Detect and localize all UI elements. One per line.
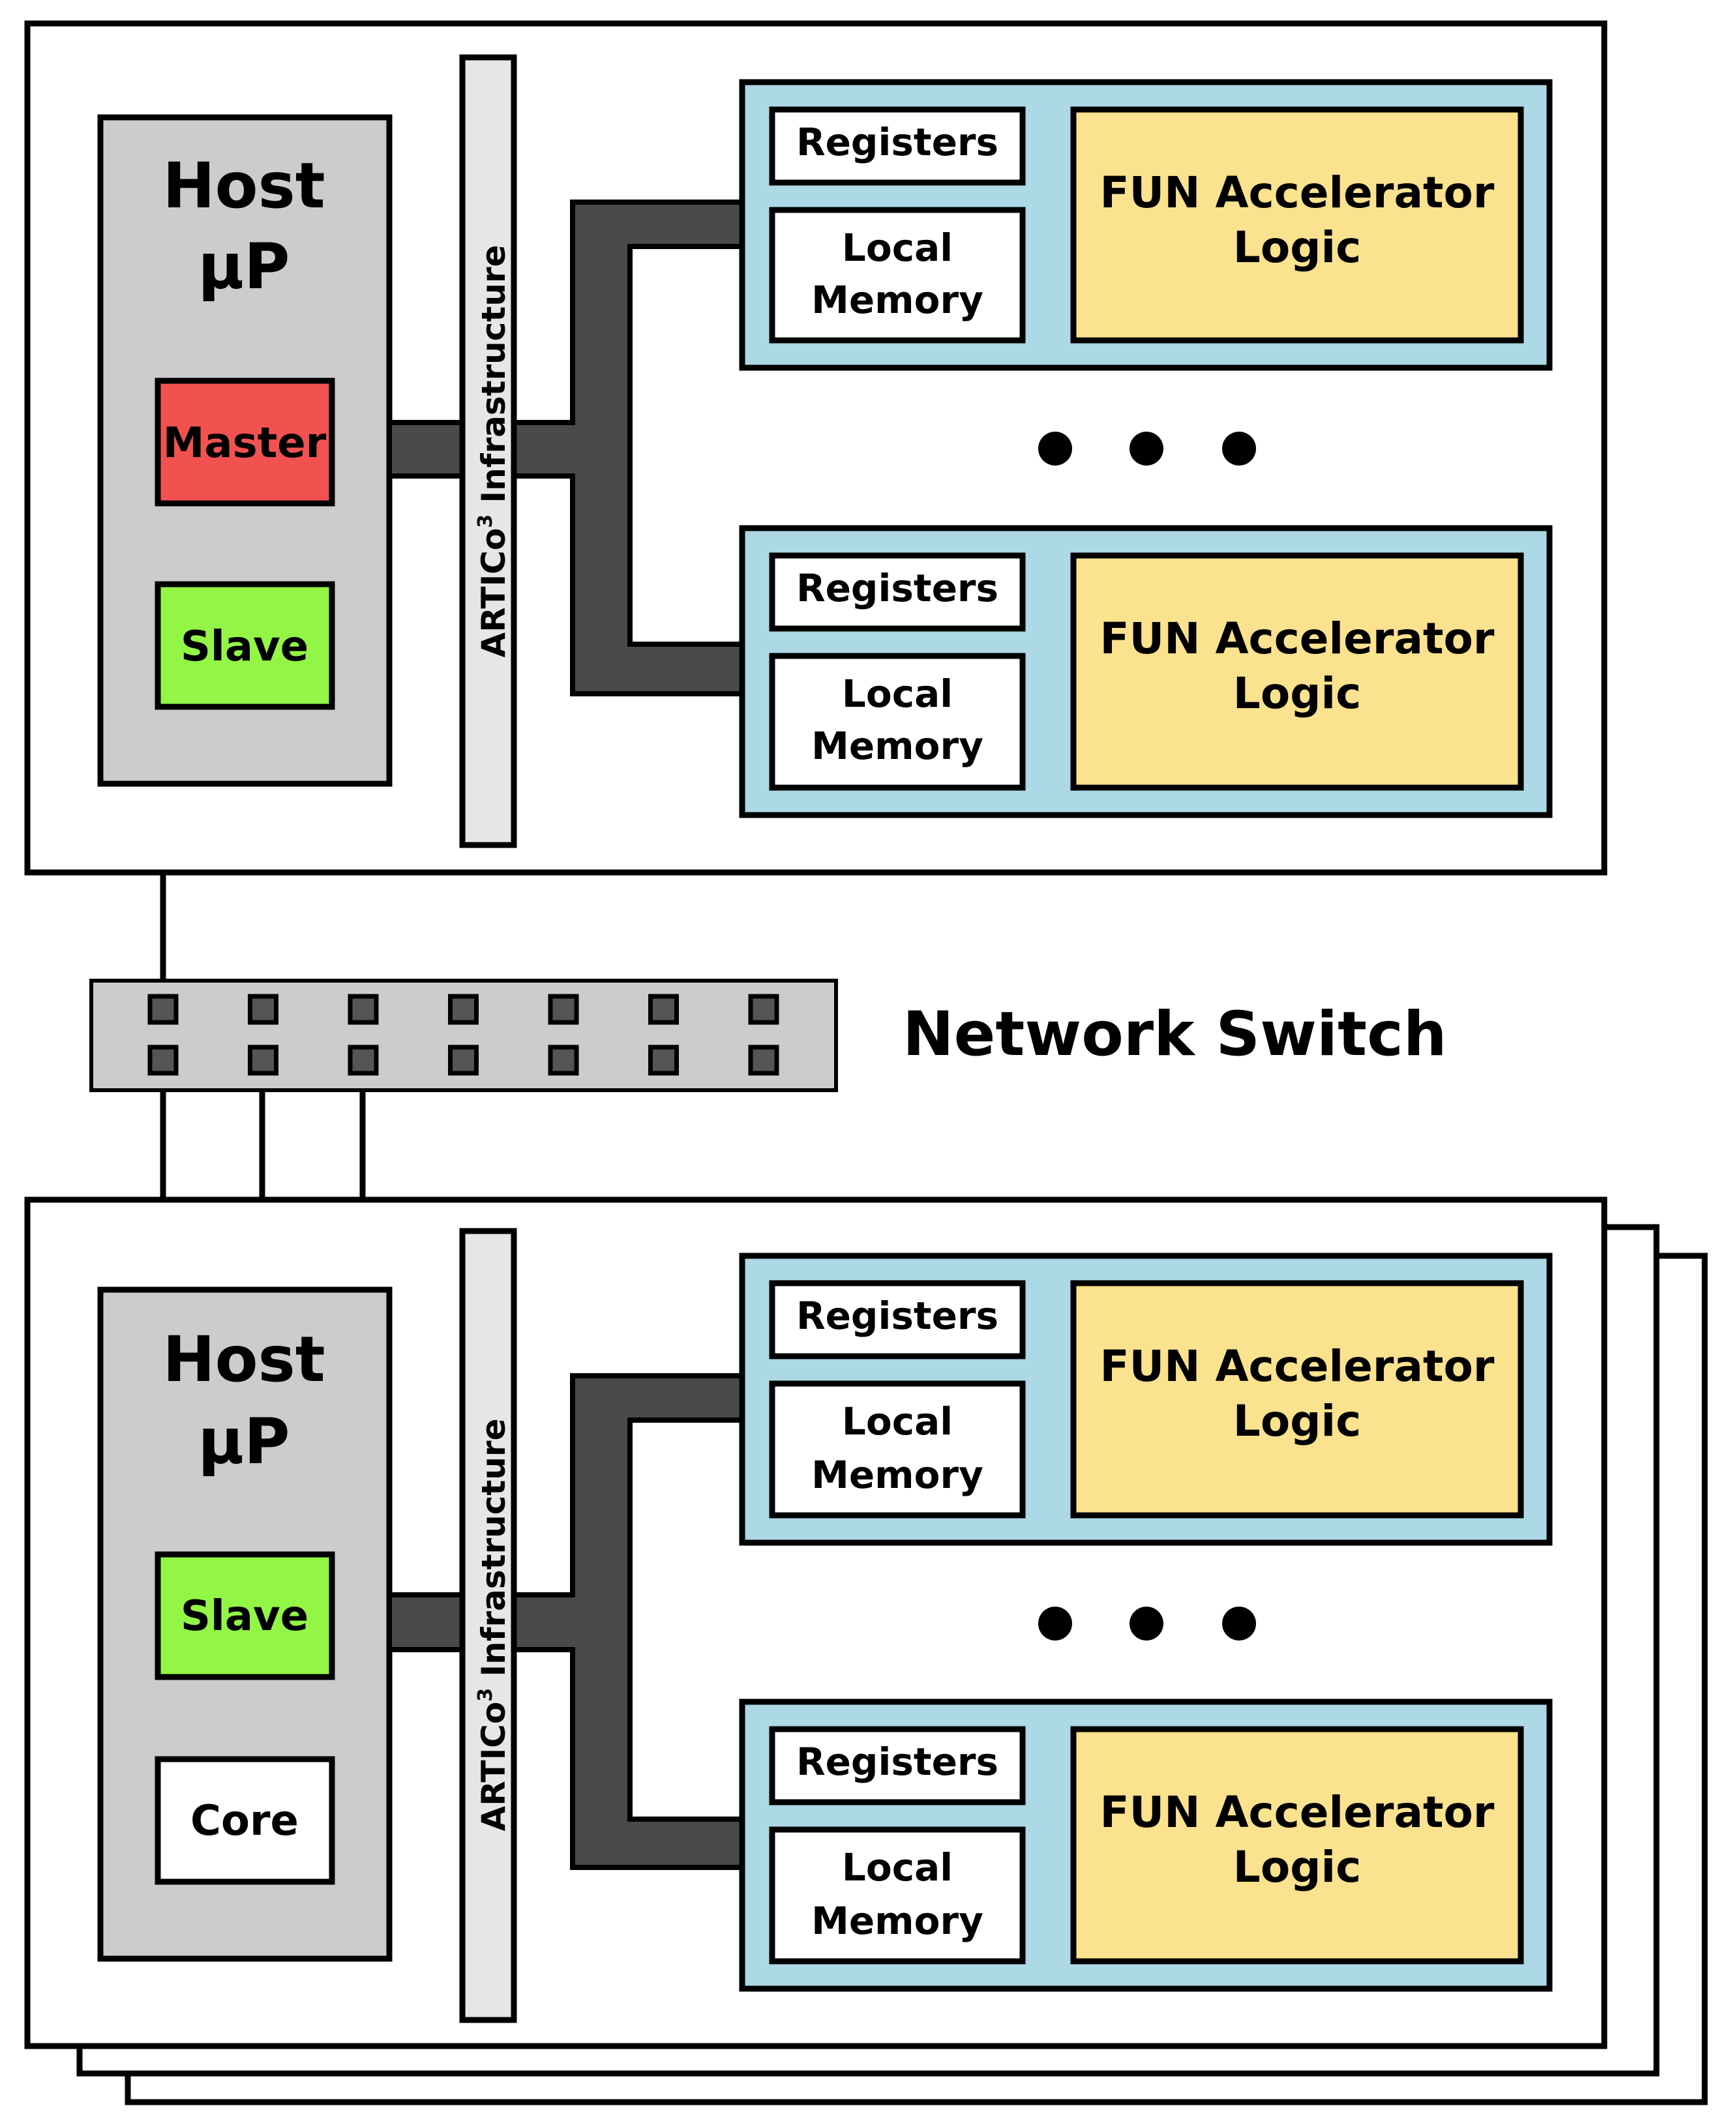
- bottom-host-title-line2: µP: [198, 1405, 290, 1478]
- bottom-accelerator-1: Registers Local Memory FUN Accelerator L…: [739, 1253, 1553, 1546]
- top-slave-block: [155, 581, 335, 710]
- bottom-accel-1-registers: [769, 1280, 1026, 1359]
- switch-port-r2-1: [147, 1045, 179, 1076]
- switch-ports: [147, 994, 779, 1076]
- bottom-core-label: Core: [190, 1797, 299, 1845]
- bottom-accel-1-memory-line1: Local: [842, 1399, 953, 1444]
- switch-port-r1-5: [548, 994, 579, 1025]
- switch-port-r1-3: [348, 994, 379, 1025]
- bottom-host-title-line1: Host: [162, 1323, 325, 1396]
- bottom-slave-block: [155, 1551, 335, 1680]
- top-infra-name: ARTICo: [475, 528, 513, 658]
- network-switch: Network Switch: [89, 872, 1447, 1200]
- top-infrastructure-bar: [459, 54, 517, 848]
- top-slave-label: Slave: [181, 623, 308, 671]
- bottom-accelerator-2: Registers Local Memory FUN Accelerator L…: [739, 1699, 1553, 1992]
- top-ellipsis-dot-1: [1038, 432, 1072, 466]
- top-accel-1-local-memory: [769, 207, 1026, 344]
- bottom-accel-2-logic: [1070, 1726, 1524, 1965]
- bottom-accelerator-bus: [511, 1373, 745, 1870]
- switch-port-r1-1: [147, 994, 179, 1025]
- bottom-slave-label: Slave: [181, 1592, 308, 1640]
- switch-port-r2-4: [448, 1045, 479, 1076]
- bottom-host-bus: [387, 1592, 465, 1652]
- bottom-accel-1-logic-line1: FUN Accelerator: [1100, 1341, 1495, 1391]
- bottom-accel-1-memory-line2: Memory: [811, 1453, 983, 1497]
- bottom-accel-1-registers-label: Registers: [796, 1294, 998, 1338]
- switch-port-r1-2: [248, 994, 278, 1025]
- bottom-infra-name: ARTICo: [475, 1702, 513, 1832]
- top-accel-2-registers: [769, 552, 1026, 632]
- top-accel-1-logic: [1070, 106, 1524, 344]
- top-accel-2-registers-label: Registers: [796, 566, 998, 610]
- top-accel-1-logic-line2: Logic: [1233, 222, 1361, 273]
- bottom-accel-2-registers-label: Registers: [796, 1740, 998, 1784]
- top-accel-2-logic-line1: FUN Accelerator: [1100, 614, 1495, 664]
- bottom-ellipsis-dot-2: [1130, 1607, 1163, 1640]
- switch-port-r2-7: [748, 1045, 779, 1076]
- top-host-title-line2: µP: [198, 230, 290, 303]
- bottom-accel-1-local-memory: [769, 1380, 1026, 1519]
- switch-port-r1-6: [648, 994, 679, 1025]
- top-accel-1-memory-line1: Local: [842, 226, 953, 270]
- top-accel-1-memory-line2: Memory: [811, 278, 983, 322]
- top-accel-2-logic: [1070, 552, 1524, 791]
- top-accel-2-memory-line1: Local: [842, 672, 953, 716]
- bottom-core-block: [155, 1756, 335, 1885]
- top-infra-superscript: 3: [474, 514, 497, 528]
- top-accelerator-bus: [511, 200, 745, 696]
- bottom-infra-suffix: Infrastructure: [475, 1419, 513, 1688]
- top-accel-2-local-memory: [769, 653, 1026, 791]
- top-master-label: Master: [163, 419, 327, 468]
- top-accel-1-logic-line1: FUN Accelerator: [1100, 168, 1495, 218]
- top-accelerator-1: Registers Local Memory FUN Accelerator L…: [739, 79, 1553, 371]
- switch-port-r1-4: [448, 994, 479, 1025]
- bottom-accel-1-logic: [1070, 1280, 1524, 1519]
- top-master-block: [155, 378, 335, 507]
- top-ellipsis-dot-3: [1222, 432, 1256, 466]
- bottom-board: Host µP Slave Core ARTICo3 Infrastructur…: [24, 1196, 1608, 2049]
- bottom-accel-2-memory-line1: Local: [842, 1845, 953, 1890]
- bottom-accel-2-local-memory: [769, 1826, 1026, 1965]
- bottom-accel-1-logic-line2: Logic: [1233, 1396, 1361, 1446]
- network-switch-label: Network Switch: [903, 999, 1447, 1070]
- switch-port-r1-7: [748, 994, 779, 1025]
- top-accel-2-logic-line2: Logic: [1233, 668, 1361, 719]
- top-accel-1-registers: [769, 106, 1026, 186]
- bottom-ellipsis-dot-1: [1038, 1607, 1072, 1640]
- top-infra-suffix: Infrastructure: [475, 245, 513, 514]
- top-infrastructure-label: ARTICo3 Infrastructure: [474, 245, 513, 658]
- switch-port-r2-2: [248, 1045, 278, 1076]
- bottom-infra-superscript: 3: [474, 1688, 497, 1702]
- top-ellipsis-dot-2: [1130, 432, 1163, 466]
- bottom-accel-2-registers: [769, 1726, 1026, 1805]
- bottom-infrastructure-label: ARTICo3 Infrastructure: [474, 1419, 513, 1832]
- top-accel-1-registers-label: Registers: [796, 120, 998, 164]
- top-host-title-line1: Host: [162, 149, 325, 222]
- top-board: Host µP Master Slave ARTICo3 Infrastruct…: [24, 20, 1608, 876]
- bottom-infrastructure-bar: [459, 1228, 517, 2023]
- bottom-accel-2-logic-line2: Logic: [1233, 1842, 1361, 1892]
- top-accelerator-2: Registers Local Memory FUN Accelerator L…: [739, 525, 1553, 818]
- top-host-bus: [387, 420, 465, 479]
- bottom-accel-2-logic-line1: FUN Accelerator: [1100, 1787, 1495, 1837]
- top-accel-2-memory-line2: Memory: [811, 724, 983, 768]
- switch-port-r2-5: [548, 1045, 579, 1076]
- bottom-ellipsis-dot-3: [1222, 1607, 1256, 1640]
- switch-port-r2-6: [648, 1045, 679, 1076]
- switch-port-r2-3: [348, 1045, 379, 1076]
- bottom-accel-2-memory-line2: Memory: [811, 1899, 983, 1943]
